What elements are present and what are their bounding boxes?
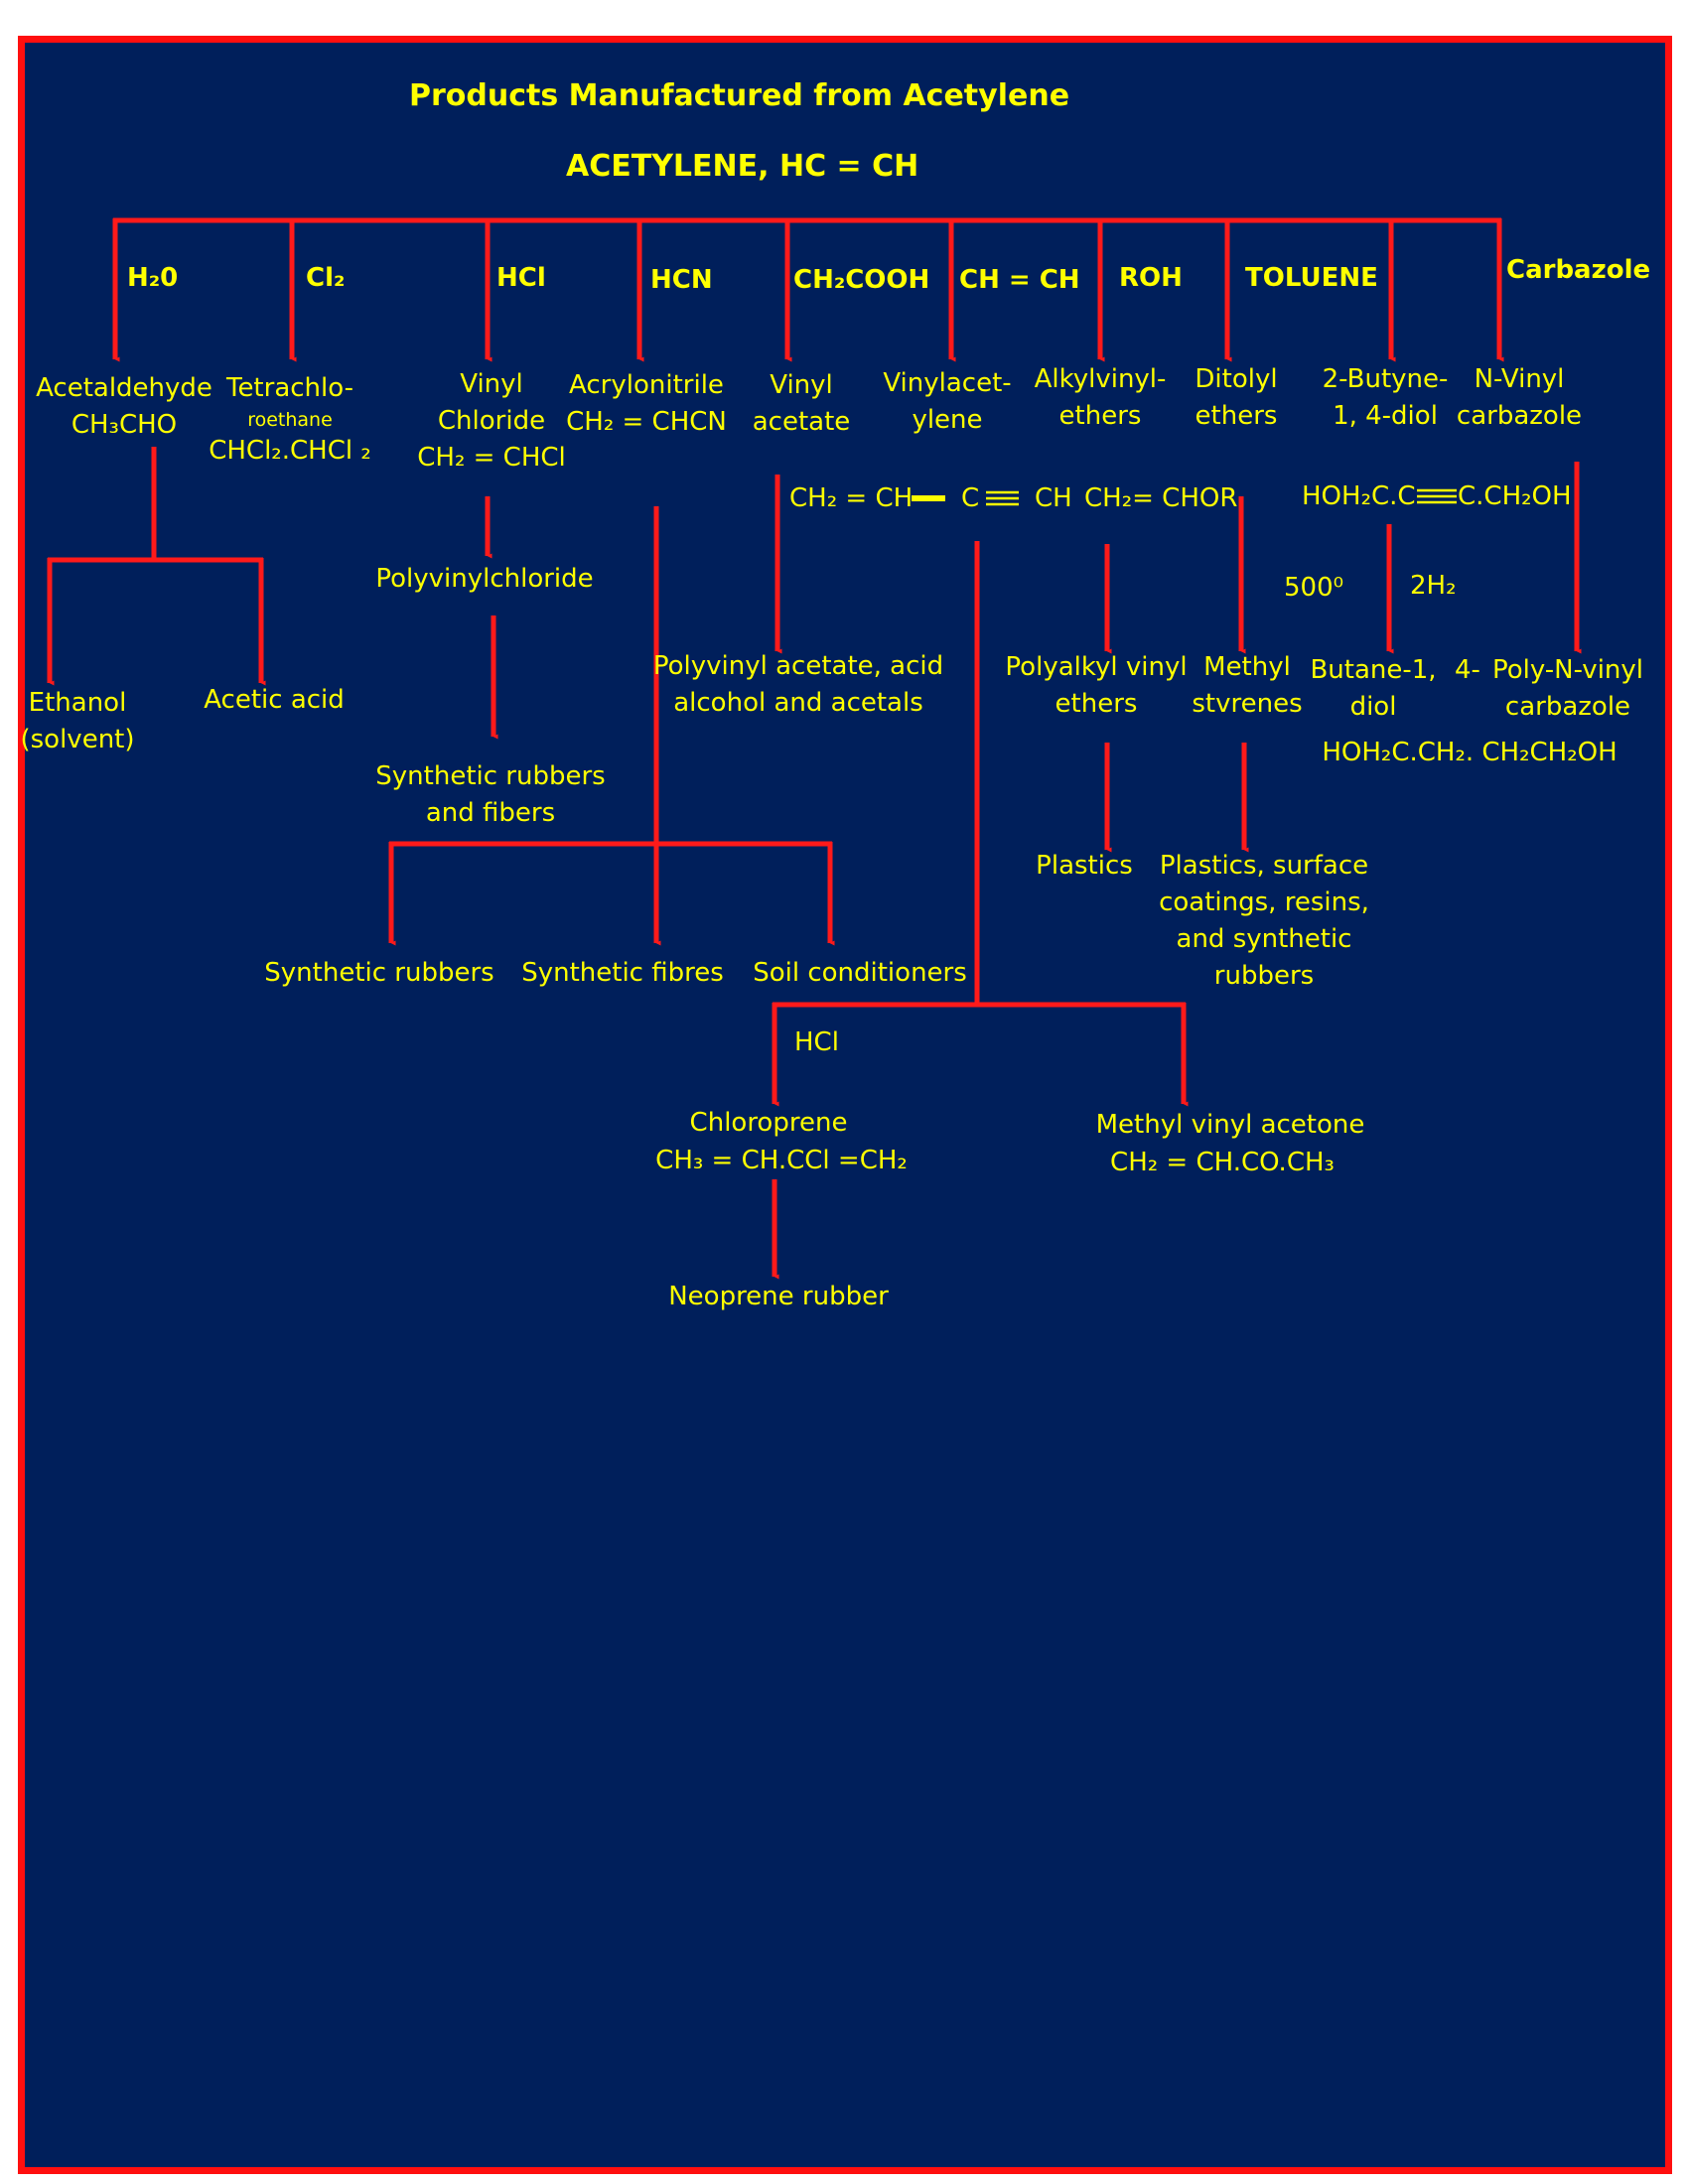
page-title: Products Manufactured from Acetylene	[409, 78, 1070, 113]
product-chloroprene-formula: CH₃ = CH.CCl =CH₂	[655, 1146, 908, 1175]
diagram-board	[18, 36, 1672, 2174]
product-n-vinyl-carbazole: N-Vinyl carbazole	[1457, 361, 1582, 435]
product-line: Ethanol	[28, 688, 127, 718]
product-formula: CH₂ = CHCl	[417, 443, 566, 473]
product-name: N-Vinyl	[1474, 364, 1565, 394]
product-butanediol-suffix: 4-	[1455, 655, 1480, 685]
vinylacetylene-formula-right: CH	[1035, 483, 1072, 513]
acetylene-formula-title: ACETYLENE, HC = CH	[566, 149, 919, 184]
product-line: Butane-1,	[1310, 655, 1437, 685]
product-polyalkyl-vinyl-ethers: Polyalkyl vinyl ethers	[1005, 649, 1187, 723]
product-synthetic-rubbers-fibers: Synthetic rubbers and fibers	[375, 758, 605, 832]
product-name: 2-Butyne-	[1322, 364, 1449, 394]
product-synthetic-fibres: Synthetic fibres	[521, 958, 724, 988]
product-name: Vinyl	[770, 370, 833, 400]
product-name: Vinyl	[460, 369, 523, 399]
product-polyvinyl-acetate: Polyvinyl acetate, acid alcohol and acet…	[653, 648, 943, 722]
product-line: Polyvinyl acetate, acid	[652, 651, 944, 681]
condition-hcl: HCl	[794, 1027, 839, 1057]
product-acetic-acid: Acetic acid	[204, 685, 345, 715]
butynediol-formula-right: C.CH₂OH	[1458, 481, 1572, 511]
product-line: coatings, resins,	[1159, 887, 1369, 917]
product-name-continued: carbazole	[1456, 401, 1583, 431]
product-butanediol: Butane-1, diol	[1310, 652, 1436, 726]
product-ditolyl-ethers: Ditolyl ethers	[1195, 361, 1277, 435]
product-line: and fibers	[425, 798, 556, 828]
vinylacetylene-formula-c: C	[961, 483, 980, 513]
alkylvinyl-ether-formula: CH₂= CHOR	[1084, 483, 1238, 513]
triple-bond-vinylacetylene	[986, 490, 1019, 506]
product-methyl-vinyl-acetone-formula: CH₂ = CH.CO.CH₃	[1110, 1148, 1335, 1177]
product-line: Plastics, surface	[1159, 851, 1369, 881]
reagent-h2o: H₂0	[127, 263, 179, 293]
product-alkylvinyl-ethers: Alkylvinyl- ethers	[1035, 361, 1167, 435]
product-plastics: Plastics	[1036, 851, 1133, 881]
product-methyl-styrenes: Methyl stvrenes	[1192, 649, 1302, 723]
product-formula: CH₂ = CHCN	[566, 407, 727, 437]
butynediol-formula-left: HOH₂C.C	[1302, 481, 1416, 511]
product-line: diol	[1349, 692, 1397, 722]
product-name: Acrylonitrile	[569, 370, 724, 400]
reagent-chch: CH = CH	[959, 265, 1080, 295]
product-formula: CHCl₂.CHCl ₂	[209, 436, 371, 466]
product-name-continued: acetate	[752, 407, 851, 437]
reagent-hcn: HCN	[650, 265, 713, 295]
product-tetrachloroethane: Tetrachlo- roethane CHCl₂.CHCl ₂	[209, 370, 371, 470]
product-formula: CH₃CHO	[70, 410, 178, 440]
product-name-continued: Chloride	[437, 406, 546, 436]
product-butanediol-formula: HOH₂C.CH₂. CH₂CH₂OH	[1322, 738, 1618, 767]
product-line: Polyalkyl vinyl	[1005, 652, 1188, 682]
triple-bond-butynediol	[1417, 488, 1457, 504]
product-line: Poly-N-vinyl	[1491, 655, 1644, 685]
product-line: alcohol and acetals	[673, 688, 923, 718]
product-acrylonitrile: Acrylonitrile CH₂ = CHCN	[566, 367, 727, 441]
product-methyl-vinyl-acetone: Methyl vinyl acetone	[1095, 1110, 1365, 1140]
product-chloroprene: Chloroprene	[689, 1108, 848, 1138]
product-name: Alkylvinyl-	[1034, 364, 1167, 394]
condition-temperature: 500⁰	[1284, 573, 1344, 603]
product-line: Synthetic rubbers	[375, 761, 606, 791]
product-name: Vinylacet-	[883, 368, 1012, 398]
reagent-hcl: HCl	[496, 263, 546, 293]
product-neoprene-rubber: Neoprene rubber	[668, 1282, 889, 1311]
product-butynediol: 2-Butyne- 1, 4-diol	[1323, 361, 1449, 435]
reagent-carbazole: Carbazole	[1506, 255, 1651, 285]
product-name-continued: ethers	[1058, 401, 1142, 431]
product-vinyl-chloride: Vinyl Chloride CH₂ = CHCl	[417, 366, 566, 477]
reagent-toluene: TOLUENE	[1245, 263, 1378, 293]
product-name-continued: roethane	[247, 409, 333, 431]
product-line: ethers	[1055, 689, 1138, 719]
product-line: Methyl	[1203, 652, 1291, 682]
reagent-cl2: Cl₂	[306, 263, 346, 293]
product-line: (solvent)	[20, 725, 135, 754]
reagent-roh: ROH	[1119, 263, 1183, 293]
product-name-continued: ylene	[912, 405, 983, 435]
product-line: rubbers	[1213, 961, 1315, 991]
product-name-continued: 1, 4-diol	[1333, 401, 1438, 431]
reagent-ch2cooh: CH₂COOH	[793, 265, 930, 295]
product-line: stvrenes	[1192, 689, 1303, 719]
product-name-continued: ethers	[1195, 401, 1278, 431]
vinylacetylene-formula-left: CH₂ = CH	[789, 483, 914, 513]
condition-hydrogen: 2H₂	[1410, 571, 1457, 601]
product-plastics-coatings: Plastics, surface coatings, resins, and …	[1159, 848, 1369, 995]
product-soil-conditioners: Soil conditioners	[753, 958, 967, 988]
product-vinylacetylene: Vinylacet- ylene	[883, 365, 1011, 439]
product-vinyl-acetate: Vinyl acetate	[753, 367, 851, 441]
product-ethanol: Ethanol (solvent)	[20, 685, 134, 758]
product-name: Tetrachlo-	[225, 373, 354, 403]
product-polyvinylchloride: Polyvinylchloride	[375, 564, 594, 594]
product-line: and synthetic	[1176, 924, 1352, 954]
product-synthetic-rubbers: Synthetic rubbers	[264, 958, 494, 988]
product-poly-n-vinyl-carbazole: Poly-N-vinyl carbazole	[1492, 652, 1643, 726]
product-name: Ditolyl	[1195, 364, 1278, 394]
product-acetaldehyde: Acetaldehyde CH₃CHO	[36, 370, 212, 444]
product-line: carbazole	[1504, 692, 1631, 722]
product-name: Acetaldehyde	[36, 373, 212, 403]
